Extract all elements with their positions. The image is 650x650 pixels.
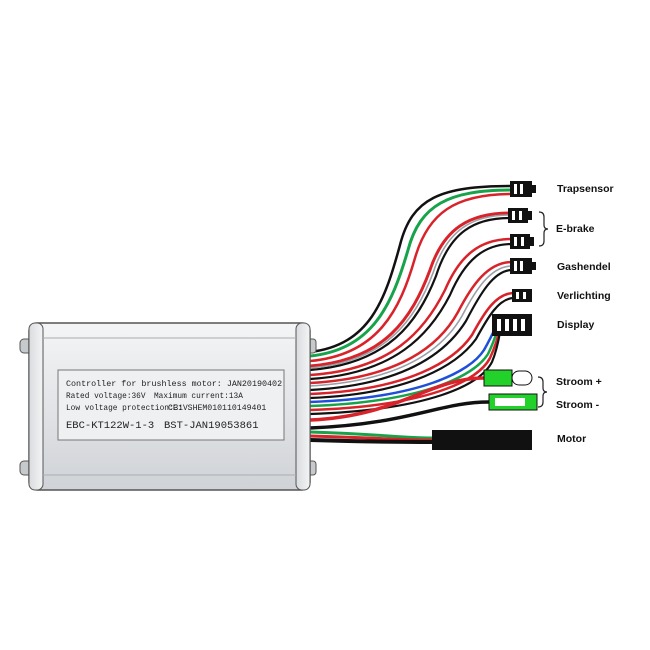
controller-housing: Controller for brushless motor: JAN20190… (19, 322, 317, 491)
connector-stroom-min (488, 393, 538, 411)
wire-power-black (308, 400, 491, 430)
wire-ebrake2-black (308, 242, 514, 381)
label-ebrake: E-brake (556, 223, 595, 235)
connector-ebrake-1 (508, 208, 532, 223)
wire-ebrake1-grey (309, 214, 511, 369)
label-verlichting: Verlichting (557, 290, 611, 302)
label-stroom-min: Stroom - (556, 399, 600, 411)
connector-motor (432, 430, 532, 450)
label-gashendel: Gashendel (557, 261, 611, 273)
label-motor: Motor (557, 433, 586, 445)
wire-gas-black (308, 268, 514, 392)
brackets (537, 211, 549, 408)
label-trapsensor: Trapsensor (557, 183, 614, 195)
label-plate (57, 369, 285, 441)
wire-trapsensor-black (308, 184, 514, 354)
wire-bundle (308, 184, 516, 444)
connectors (432, 181, 538, 450)
wire-ebrake2-red (308, 237, 514, 377)
plate-line-2-right: Maximum current:13A (154, 393, 243, 401)
plate-line-3: Low voltage protection:31V (66, 405, 188, 413)
wire-motor-green (308, 430, 434, 440)
wire-trapsensor-red (308, 192, 514, 363)
bracket-ebrake (538, 211, 549, 247)
connector-trapsensor (510, 181, 536, 197)
wire-power-red (308, 376, 486, 422)
plate-line-3-ce: CE: SHEM010110149401 (168, 404, 266, 413)
wire-display-red (308, 325, 502, 412)
wire-motor-black (308, 438, 434, 444)
wire-ebrake1-red (308, 211, 512, 368)
connector-labels: Trapsensor E-brake Gashendel Verlichting… (556, 183, 614, 445)
plate-line-4-right: BST-JAN19053861 (164, 420, 259, 432)
connector-gashendel (510, 258, 536, 274)
connector-stroom-plus (483, 369, 533, 387)
wire-trapsensor-green (308, 188, 514, 358)
bracket-power (537, 376, 548, 408)
wire-light-red (308, 291, 516, 396)
label-stroom-plus: Stroom + (556, 376, 602, 388)
label-display: Display (557, 319, 595, 331)
plate-line-1: Controller for brushless motor: JAN20190… (66, 379, 282, 389)
wire-gas-red (308, 260, 514, 385)
connector-verlichting (512, 289, 532, 302)
plate-line-4-left: EBC-KT122W-1-3 (66, 420, 154, 432)
connector-display (492, 314, 532, 336)
wire-motor-red (308, 434, 434, 442)
plate-line-2-left: Rated voltage:36V (66, 393, 146, 401)
wire-gas-grey (309, 265, 513, 387)
connector-ebrake-2 (510, 234, 534, 249)
wire-light-black (308, 296, 516, 400)
wire-ebrake1-black (308, 216, 512, 372)
